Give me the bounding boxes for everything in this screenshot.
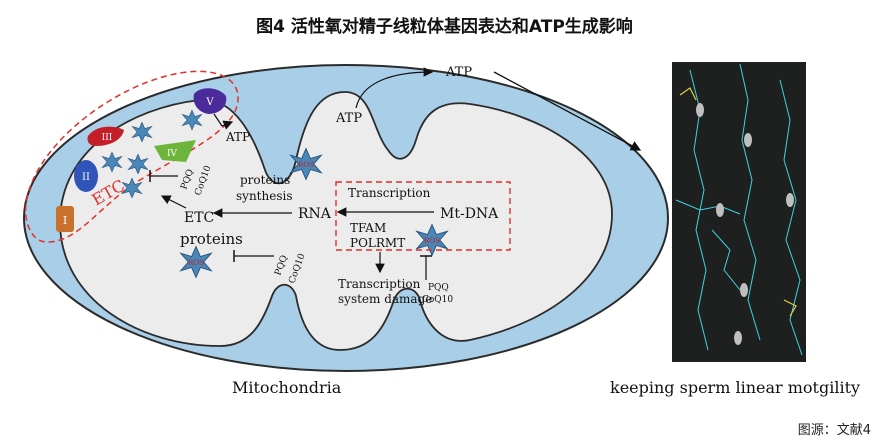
atp-complex-arrow (213, 113, 234, 130)
complex-iv-shape (154, 140, 196, 162)
atp-export-arrow (355, 67, 434, 109)
ros-label: ROS (188, 259, 204, 267)
sperm-micrograph (672, 62, 806, 362)
polrmt-label: POLRMT (350, 236, 405, 250)
ros-label: ROS (298, 161, 314, 169)
complex-iv-label: IV (167, 149, 178, 159)
complex-i-shape (56, 206, 74, 232)
complex-iii-shape (87, 126, 124, 146)
complex-iii-label: III (102, 133, 113, 143)
ros-label: ROS (424, 237, 440, 245)
mtdna-label: Mt-DNA (440, 206, 499, 222)
complex-ii-label: II (82, 172, 90, 183)
sperm-heads (696, 103, 794, 345)
transcription-damage-label: system damage (338, 292, 432, 306)
atp-top-label: ATP (445, 65, 472, 80)
pqq-label: PQQ (428, 283, 449, 293)
transcription-damage-label: Transcription (338, 277, 421, 291)
sperm-caption: keeping sperm linear motgility (610, 378, 861, 397)
atp-to-sperm-arrow (493, 71, 642, 151)
coq10-label: CoQ10 (422, 295, 453, 305)
atp-left-label: ATP (335, 111, 362, 126)
tfam-label: TFAM (350, 221, 386, 235)
mitochondria-caption: Mitochondria (232, 378, 342, 397)
atp-complex-label: ATP (225, 130, 250, 144)
etc-region-outline (24, 70, 239, 243)
transcription-label: Transcription (348, 186, 431, 200)
figure-source: 图源：文献4 (797, 423, 871, 438)
proteins-label: proteins (180, 230, 243, 248)
complex-i-label: I (63, 214, 67, 227)
etc-label: ETC (184, 210, 214, 226)
complex-v-shape (193, 88, 227, 114)
complex-v-label: V (205, 97, 214, 108)
complex-ii-shape (74, 160, 98, 192)
proteins-synthesis-label: synthesis (236, 189, 292, 203)
figure-title: 图4 活性氧对精子线粒体基因表达和ATP生成影响 (256, 17, 633, 37)
etc-up-arrow (160, 195, 187, 209)
proteins-synthesis-label: proteins (240, 173, 290, 187)
sperm-track-yellow (679, 87, 697, 101)
transcription-box (335, 181, 511, 251)
sperm-track-yellow (783, 299, 797, 317)
rna-label: RNA (298, 206, 332, 222)
